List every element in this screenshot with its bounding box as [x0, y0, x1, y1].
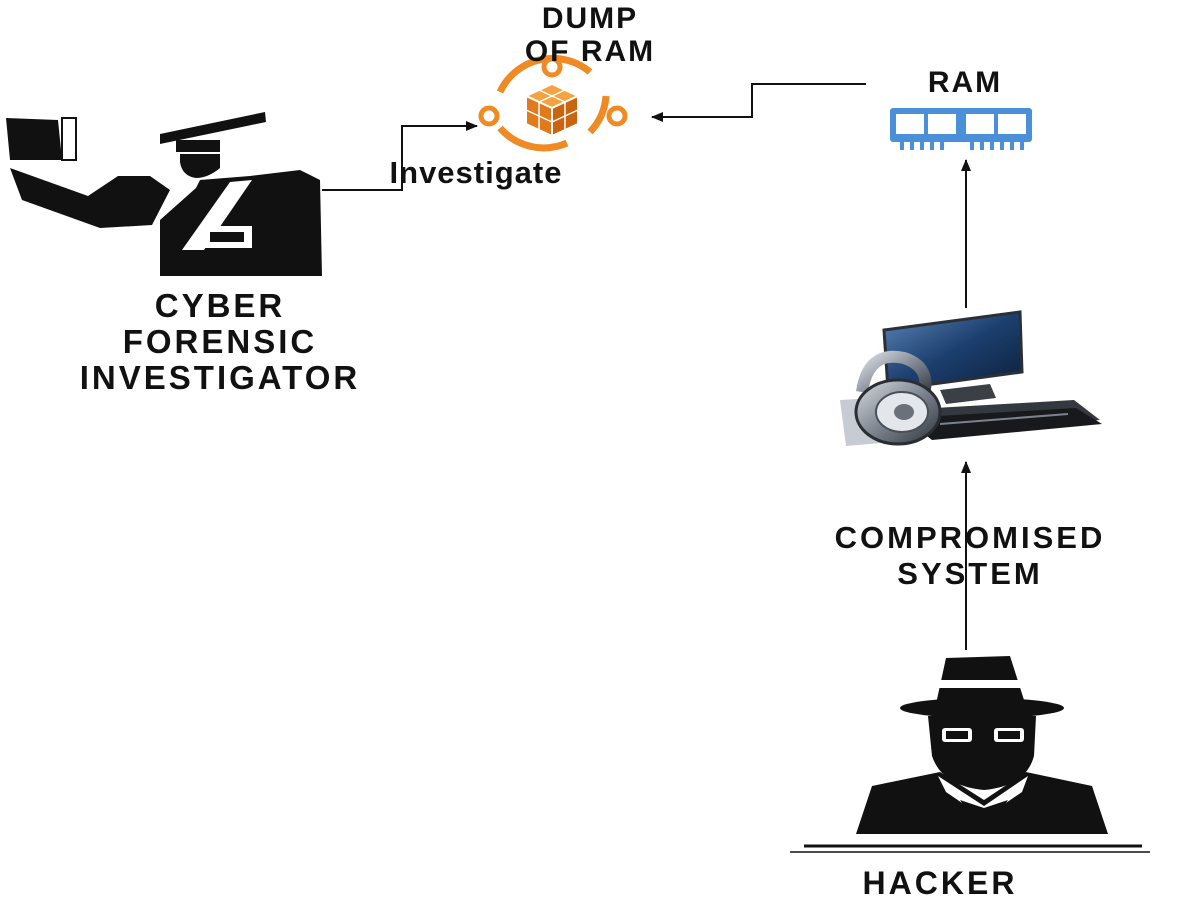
dump-of-ram-label: DUMP OF RAM [470, 2, 710, 68]
dump-of-ram-label-text: DUMP OF RAM [524, 2, 656, 68]
ram-module-icon [890, 108, 1032, 150]
hacker-hat-icon [790, 656, 1150, 853]
investigator-label: CYBER FORENSIC INVESTIGATOR [79, 287, 361, 396]
locked-computer-icon [840, 310, 1102, 446]
compromised-system-label: COMPROMISED SYSTEM [834, 520, 1106, 591]
investigator-officer-icon [6, 112, 322, 276]
ram-label: RAM [927, 66, 1003, 99]
hacker-label: HACKER [862, 865, 1018, 901]
edge-investigate-connector [322, 121, 478, 191]
investigate-edge-label: Investigate [389, 155, 563, 190]
edge-ram-to-dump-connector [651, 83, 866, 122]
memory-dump-cube-icon [478, 54, 628, 152]
